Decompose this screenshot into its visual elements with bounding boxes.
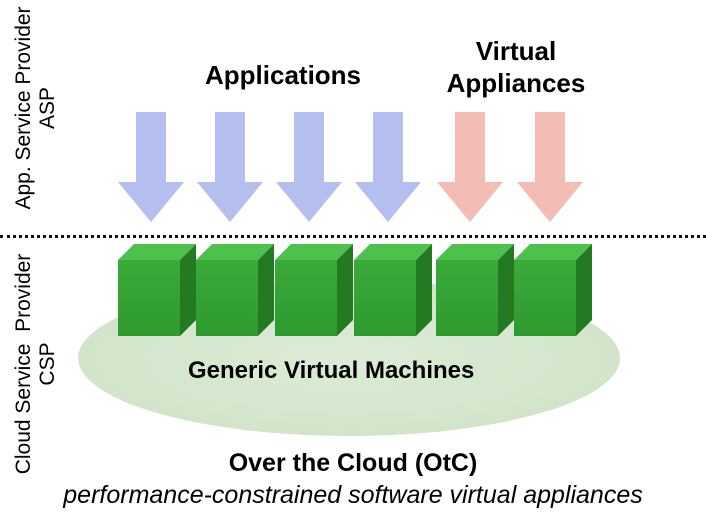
virtual-appliances-line1: Virtual [475,36,557,66]
applications-label: Applications [205,60,362,90]
asp-label-line2: ASP [36,86,59,130]
application-arrow-icon [355,112,421,222]
application-arrow-icon [276,112,342,222]
csp-label-line2: CSP [36,342,59,386]
application-arrow-icon [118,112,184,222]
virtual-machine-cube-icon [354,244,432,336]
csp-side-label: Cloud Service Provider CSP [12,254,60,475]
footer-subtitle: performance-constrained software virtual… [63,481,643,509]
footer-title: Over the Cloud (OtC) [228,449,478,477]
virtual-appliance-arrow-icon [517,112,583,222]
virtual-machine-cube-icon [514,244,592,336]
asp-side-label: App. Service Provider ASP [12,6,60,209]
virtual-machine-cube-icon [196,244,274,336]
asp-label-line1: App. Service Provider [12,6,35,210]
virtual-machine-cube-icon [275,244,353,336]
virtual-machine-cube-icon [436,244,514,336]
csp-label-line1: Cloud Service Provider [12,253,35,475]
virtual-appliance-arrow-icon [437,112,503,222]
generic-vm-label: Generic Virtual Machines [188,357,475,384]
virtual-machine-cube-icon [118,244,196,336]
virtual-appliances-label: Virtual Appliances [436,35,596,99]
application-arrow-icon [197,112,263,222]
virtual-appliances-line2: Appliances [446,68,586,98]
provider-divider [0,235,706,238]
